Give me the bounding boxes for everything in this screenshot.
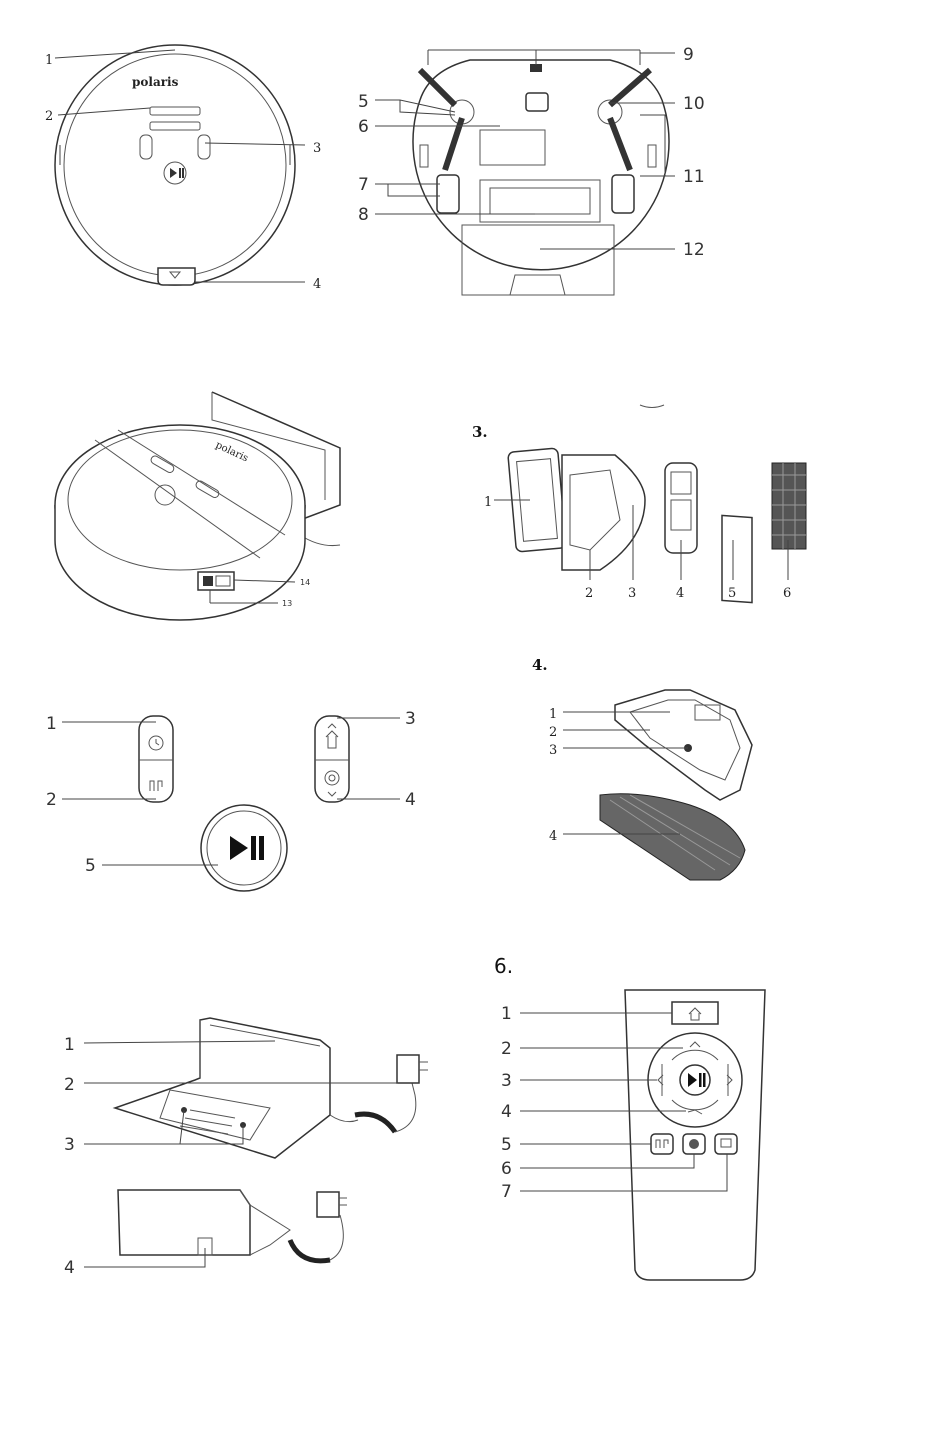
callout-remote-1: 1 [501,1004,512,1024]
callout-4-1: 1 [549,707,557,722]
callout-7-bottom: 7 [358,175,369,195]
callout-remote-2: 2 [501,1039,512,1059]
callout-remote-6: 6 [501,1159,512,1179]
callout-base-2: 2 [64,1075,75,1095]
callout-4-2: 2 [549,725,557,740]
callout-remote-5: 5 [501,1135,512,1155]
callout-1-top: 1 [45,53,53,68]
callout-btn-2: 2 [46,790,57,810]
callout-13: 13 [282,599,292,608]
callout-btn-1: 1 [46,714,57,734]
charging-base-figure: 1 2 3 4 [64,1018,428,1278]
section-4-label: 4. [532,656,548,674]
section-3-label: 3. [472,423,488,441]
callout-base-1: 1 [64,1035,75,1055]
callout-3-3: 3 [628,586,636,601]
callout-btn-4: 4 [405,790,416,810]
callout-base-4: 4 [64,1258,75,1278]
dustbin-filters-figure: 3. 1 2 3 4 5 6 [472,405,806,603]
callout-3-4: 4 [676,586,684,601]
callout-3-5: 5 [728,586,736,601]
robot-on-dock: polaris 14 13 [55,392,340,620]
callout-12-bottom: 12 [683,240,705,260]
callout-14: 14 [300,578,310,587]
callout-3-top: 3 [313,141,321,156]
callout-2-top: 2 [45,109,53,124]
callout-9-bottom: 9 [683,45,694,65]
callout-4-4: 4 [549,829,557,844]
callout-btn-3: 3 [405,709,416,729]
callout-5-bottom: 5 [358,92,369,112]
section-6-label: 6. [494,954,513,978]
callout-6-bottom: 6 [358,117,369,137]
callout-remote-4: 4 [501,1102,512,1122]
callout-3-2: 2 [585,586,593,601]
callout-4-3: 3 [549,743,557,758]
remote-control-figure: 6. 1 2 3 4 5 6 7 [494,954,765,1280]
callout-3-6: 6 [783,586,791,601]
callout-10-bottom: 10 [683,94,705,114]
robot-top-view: polaris 1 2 3 4 [45,45,321,292]
callout-4-top: 4 [313,277,321,292]
callout-remote-7: 7 [501,1182,512,1202]
brand-logo-top: polaris [132,75,179,89]
callout-remote-3: 3 [501,1071,512,1091]
callout-8-bottom: 8 [358,205,369,225]
callout-11-bottom: 11 [683,167,705,187]
robot-bottom-view: 5 6 7 8 9 10 11 12 [358,45,705,295]
control-panel-buttons: 1 2 3 4 5 [46,709,416,891]
callout-3-1: 1 [484,495,492,510]
remote-spot-icon [689,1139,699,1149]
callout-base-3: 3 [64,1135,75,1155]
callout-btn-5: 5 [85,856,96,876]
water-tank-mop-figure: 4. 1 2 3 4 [532,656,752,880]
